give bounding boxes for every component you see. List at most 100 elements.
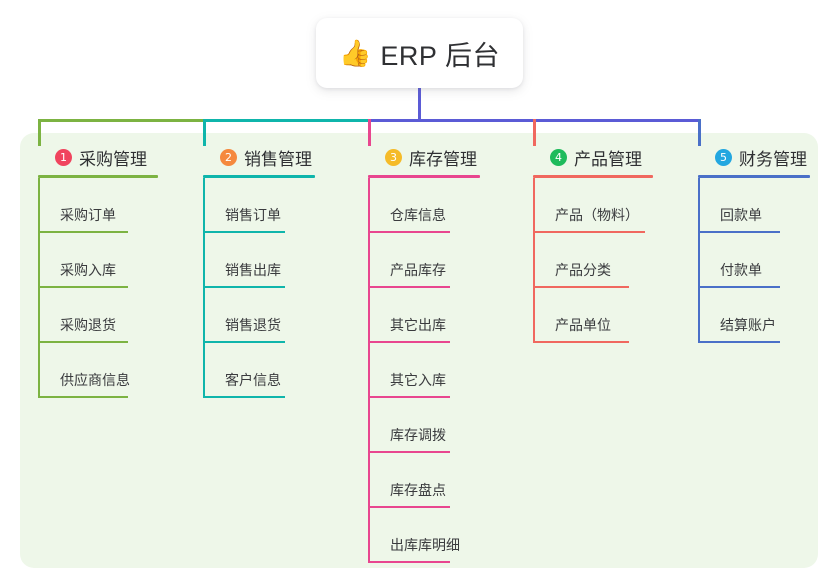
menu-item-underline	[368, 506, 450, 508]
column-underline	[698, 175, 810, 178]
menu-item[interactable]: 采购退货	[38, 288, 158, 343]
bus-segment-1	[38, 119, 206, 122]
menu-item-label: 出库库明细	[390, 537, 460, 553]
menu-item-label: 结算账户	[720, 317, 776, 333]
column-items: 回款单付款单结算账户	[698, 178, 810, 343]
column-items: 产品（物料） 产品分类产品单位	[533, 178, 653, 343]
menu-item-underline	[698, 231, 780, 233]
menu-item-underline	[368, 451, 450, 453]
diagram-panel	[20, 133, 818, 568]
menu-item-underline	[203, 396, 285, 398]
column-underline	[38, 175, 158, 178]
column-number-badge: 2	[220, 148, 237, 166]
column-number-badge: 1	[55, 148, 72, 166]
column-underline	[368, 175, 480, 178]
menu-item[interactable]: 其它出库	[368, 288, 480, 343]
menu-item-underline	[698, 286, 780, 288]
menu-item-label: 其它出库	[390, 317, 446, 333]
menu-item-label: 销售退货	[225, 317, 281, 333]
menu-item-label: 库存盘点	[390, 482, 446, 498]
menu-item-underline	[533, 341, 629, 343]
menu-item-underline	[368, 341, 450, 343]
column-spine	[368, 178, 370, 563]
column-items: 采购订单采购入库采购退货供应商信息	[38, 178, 158, 398]
column-spine	[38, 178, 40, 398]
menu-item-underline	[368, 231, 450, 233]
menu-item[interactable]: 其它入库	[368, 343, 480, 398]
root-node[interactable]: 👍 ERP 后台	[316, 18, 523, 88]
menu-item-underline	[38, 396, 128, 398]
root-title: ERP 后台	[380, 40, 500, 71]
menu-item-underline	[368, 396, 450, 398]
menu-item[interactable]: 产品单位	[533, 288, 653, 343]
menu-item-underline	[38, 231, 128, 233]
menu-item-underline	[368, 286, 450, 288]
branch-drop-3	[368, 119, 371, 146]
menu-item-label: 库存调拨	[390, 427, 446, 443]
branch-drop-5	[698, 119, 701, 146]
menu-item[interactable]: 采购订单	[38, 178, 158, 233]
column-number-badge: 3	[385, 148, 402, 166]
menu-item[interactable]: 库存盘点	[368, 453, 480, 508]
thumbs-up-icon: 👍	[339, 38, 372, 68]
branch-drop-4	[533, 119, 536, 146]
menu-item[interactable]: 销售订单	[203, 178, 315, 233]
column-number-badge: 5	[715, 148, 732, 166]
menu-item-label: 回款单	[720, 207, 762, 223]
column-header-2[interactable]: 2 销售管理	[203, 144, 315, 170]
menu-item[interactable]: 结算账户	[698, 288, 810, 343]
menu-item[interactable]: 产品库存	[368, 233, 480, 288]
menu-item-label: 销售订单	[225, 207, 281, 223]
menu-item-label: 产品（物料）	[555, 207, 639, 223]
menu-item-label: 采购订单	[60, 207, 116, 223]
menu-item[interactable]: 回款单	[698, 178, 810, 233]
column-header-5[interactable]: 5 财务管理	[698, 144, 810, 170]
menu-item-label: 其它入库	[390, 372, 446, 388]
menu-item-label: 采购退货	[60, 317, 116, 333]
menu-item[interactable]: 客户信息	[203, 343, 315, 398]
menu-item[interactable]: 销售出库	[203, 233, 315, 288]
menu-item-label: 仓库信息	[390, 207, 446, 223]
branch-drop-1	[38, 119, 41, 146]
column-spine	[533, 178, 535, 343]
menu-item-label: 付款单	[720, 262, 762, 278]
column-title: 销售管理	[244, 149, 312, 169]
branch-drop-2	[203, 119, 206, 146]
column-spine	[698, 178, 700, 343]
menu-item-underline	[203, 231, 285, 233]
menu-item[interactable]: 产品（物料）	[533, 178, 653, 233]
menu-item-underline	[203, 286, 285, 288]
column-items: 销售订单销售出库销售退货客户信息	[203, 178, 315, 398]
menu-item-label: 供应商信息	[60, 372, 130, 388]
menu-item[interactable]: 库存调拨	[368, 398, 480, 453]
menu-item-underline	[38, 341, 128, 343]
menu-item-underline	[38, 286, 128, 288]
menu-item[interactable]: 出库库明细	[368, 508, 480, 563]
column-title: 库存管理	[409, 149, 477, 169]
menu-item[interactable]: 仓库信息	[368, 178, 480, 233]
column-items: 仓库信息产品库存其它出库其它入库库存调拨库存盘点出库库明细	[368, 178, 480, 563]
column-spine	[203, 178, 205, 398]
menu-item-label: 产品分类	[555, 262, 611, 278]
menu-item-label: 销售出库	[225, 262, 281, 278]
menu-item[interactable]: 采购入库	[38, 233, 158, 288]
menu-item-underline	[533, 231, 645, 233]
menu-item-underline	[698, 341, 780, 343]
menu-item-underline	[533, 286, 629, 288]
menu-item[interactable]: 产品分类	[533, 233, 653, 288]
menu-item[interactable]: 销售退货	[203, 288, 315, 343]
branch-column-3: 3 库存管理仓库信息产品库存其它出库其它入库库存调拨库存盘点出库库明细	[368, 144, 480, 563]
menu-item-label: 采购入库	[60, 262, 116, 278]
branch-column-5: 5 财务管理回款单付款单结算账户	[698, 144, 810, 343]
menu-item[interactable]: 供应商信息	[38, 343, 158, 398]
menu-item[interactable]: 付款单	[698, 233, 810, 288]
column-number-badge: 4	[550, 148, 567, 166]
column-underline	[533, 175, 653, 178]
column-header-3[interactable]: 3 库存管理	[368, 144, 480, 170]
column-title: 财务管理	[739, 149, 807, 169]
